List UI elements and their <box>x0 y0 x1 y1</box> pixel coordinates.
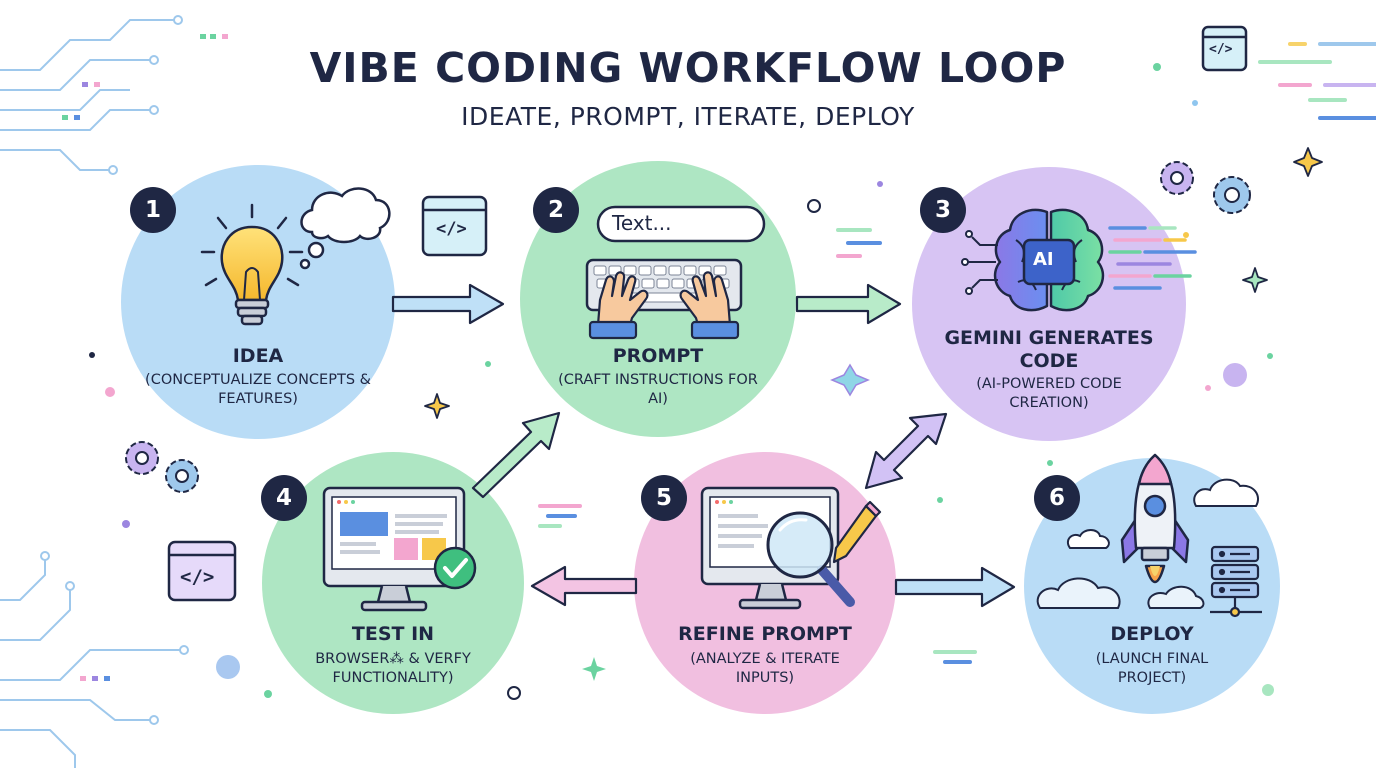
step-6-description: (LAUNCH FINAL PROJECT) <box>1095 651 1209 686</box>
gear-icon <box>165 459 199 493</box>
step-1-badge: 1 <box>130 187 176 233</box>
sparkle-icon <box>582 657 606 681</box>
step-4-label: TEST IN <box>351 623 435 645</box>
sparkle-icon <box>830 363 870 397</box>
arrow-5-to-6 <box>894 566 1016 608</box>
step-3-circle <box>912 167 1186 441</box>
arrow-3-5-double <box>864 412 948 490</box>
pencil-icon <box>832 500 882 564</box>
lightbulb-icon <box>200 203 304 326</box>
code-tag-label: </> <box>180 566 215 588</box>
step-3-description: (AI-POWERED CODE CREATION) <box>976 376 1122 411</box>
step-6-circle <box>1024 458 1280 714</box>
step-2-badge: 2 <box>533 187 579 233</box>
ai-chip-label: AI <box>1033 249 1054 270</box>
code-tag-label: </> <box>436 219 467 239</box>
server-icon <box>1210 545 1262 618</box>
sparkle-icon <box>424 147 1323 419</box>
step-4-badge: 4 <box>261 475 307 521</box>
gear-icon <box>1160 161 1194 195</box>
circuit-lines-icon <box>0 551 189 768</box>
code-tag-label: </> <box>1209 42 1233 57</box>
step-2-description: (CRAFT INSTRUCTIONS FOR AI) <box>558 372 758 407</box>
step-3-label: GEMINI GENERATES CODE <box>944 327 1154 372</box>
checkmark-icon <box>433 546 477 590</box>
arrow-1-to-2 <box>391 283 505 325</box>
code-lines-decoration <box>1108 226 1197 290</box>
step-1-label: IDEA <box>232 345 284 367</box>
step-5-badge: 5 <box>641 475 687 521</box>
step-5-description: (ANALYZE & ITERATE INPUTS) <box>690 651 840 686</box>
decorative-dots <box>62 34 1274 700</box>
magnifier-icon <box>766 511 855 607</box>
ai-brain-icon <box>961 208 1105 312</box>
step-3-badge: 3 <box>920 187 966 233</box>
arrow-5-4-double <box>530 565 638 607</box>
rocket-icon <box>1120 453 1190 584</box>
code-window-icon <box>1201 25 1248 72</box>
step-6-badge: 6 <box>1034 475 1080 521</box>
monitor-icon <box>322 486 466 612</box>
code-window-icon <box>421 195 488 257</box>
sparkle-icon <box>1242 267 1268 293</box>
page-title: VIBE CODING WORKFLOW LOOP <box>309 44 1067 92</box>
thought-cloud-icon <box>299 187 391 270</box>
prompt-box-text: Text... <box>612 211 672 235</box>
arrow-4-to-2 <box>471 411 561 499</box>
code-window-icon <box>167 540 237 602</box>
arrow-2-to-3 <box>795 283 902 325</box>
step-1-description: (CONCEPTUALIZE CONCEPTS & FEATURES) <box>145 372 371 407</box>
hands-icon <box>588 271 740 340</box>
cloud-icon <box>1036 478 1259 609</box>
decorative-dashes <box>538 42 1376 664</box>
prompt-input-box <box>596 205 766 243</box>
step-5-label: REFINE PROMPT <box>678 623 852 645</box>
gear-icon <box>125 441 159 475</box>
gear-icon <box>1213 176 1251 214</box>
step-6-label: DEPLOY <box>1110 623 1194 645</box>
step-4-description: BROWSER⁂ & VERFY FUNCTIONALITY) <box>315 651 471 686</box>
page-subtitle: IDEATE, PROMPT, ITERATE, DEPLOY <box>461 102 915 131</box>
step-2-label: PROMPT <box>612 345 704 367</box>
circuit-lines-icon <box>0 15 183 175</box>
